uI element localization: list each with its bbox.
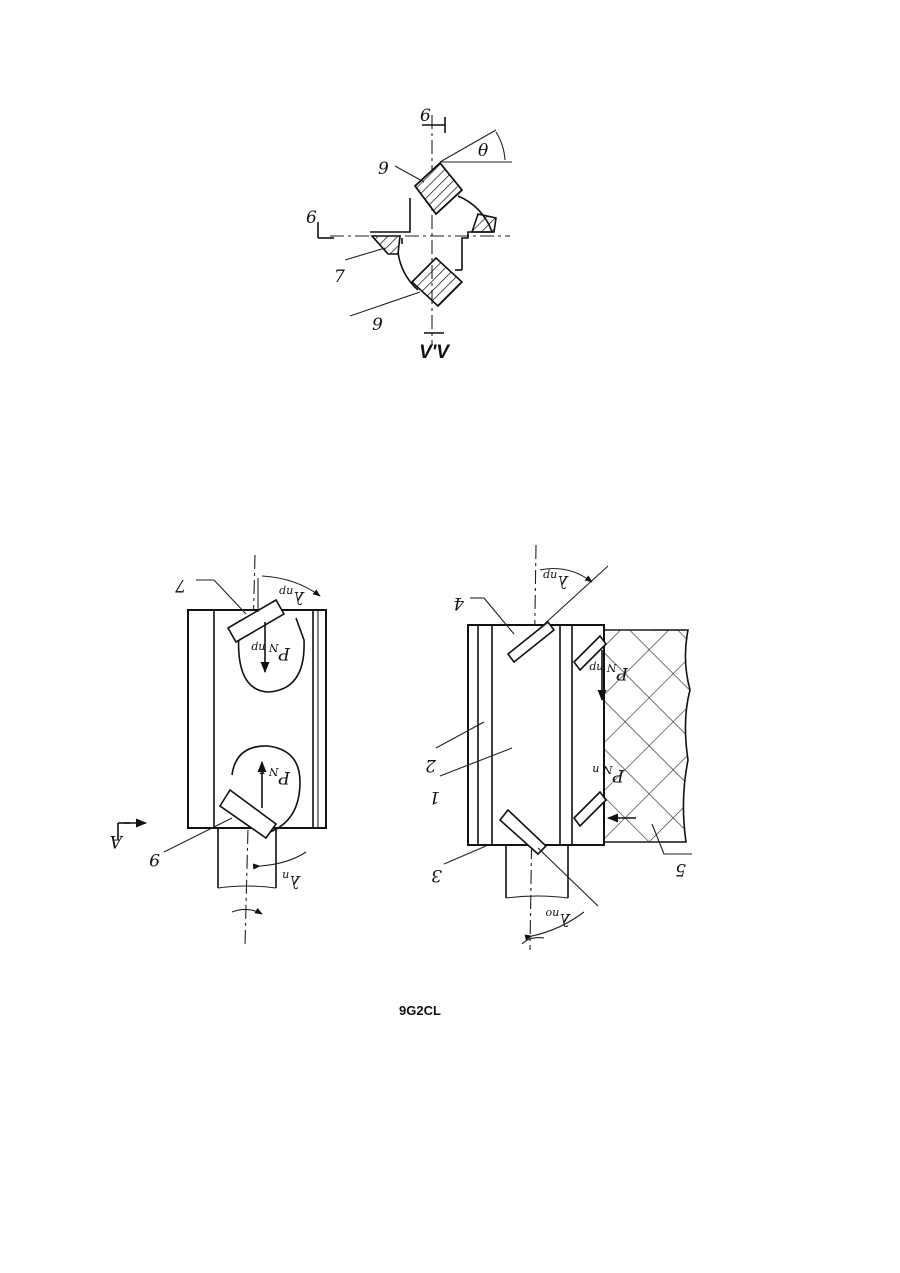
view-arrow-label: A [110, 831, 124, 851]
left-insert-section [372, 236, 400, 254]
right-callout-3: 3 [431, 865, 442, 885]
right-insert-section [472, 214, 496, 232]
right-callout-2: 2 [425, 755, 437, 775]
right-angle-bottom-label: λno [545, 907, 571, 929]
left-callout-9: 9 [149, 849, 160, 869]
right-axis-angle-tick [522, 938, 544, 944]
left-angle-bottom-arc [260, 852, 306, 866]
section-view: 6 6 θ 9 7 9 V'V [306, 106, 512, 363]
left-callout-7: 7 [175, 575, 186, 595]
right-tool: PN np PN n λnp λno 4 2 1 3 5 [425, 545, 692, 950]
right-angle-top-label: λnp [543, 569, 569, 591]
left-angle-top-label: λnp [279, 585, 305, 607]
right-callout-4: 4 [453, 593, 465, 613]
lower-insert-section [412, 258, 462, 306]
theta-arc [496, 132, 505, 160]
leader-left-7 [345, 248, 385, 260]
cut-mark-left-label: 6 [306, 208, 317, 228]
callout-left-7: 7 [334, 267, 345, 287]
right-callout-5: 5 [675, 859, 686, 879]
left-rotation-arrow [232, 909, 262, 914]
callout-upper-9: 9 [378, 159, 389, 179]
figure-number: 9G2CL [399, 1003, 441, 1018]
callout-lower-9: 9 [372, 315, 383, 335]
leader-upper-9 [395, 166, 424, 182]
leader-lower-9 [350, 292, 420, 316]
left-tool: PN np PN r λnp λn 7 9 A [110, 555, 326, 945]
left-leader-7 [214, 580, 246, 614]
body-contour-upper-left [370, 198, 410, 232]
upper-insert-hatch [415, 163, 462, 214]
left-angle-bottom-label: λn [282, 869, 301, 891]
right-shank-break [506, 896, 568, 898]
right-leader-3 [444, 846, 486, 864]
theta-label: θ [478, 141, 488, 161]
right-callout-1: 1 [429, 787, 440, 807]
section-caption: V'V [419, 342, 450, 363]
cut-mark-top-label: 6 [420, 106, 431, 126]
body-contour-upper-right [458, 196, 492, 270]
